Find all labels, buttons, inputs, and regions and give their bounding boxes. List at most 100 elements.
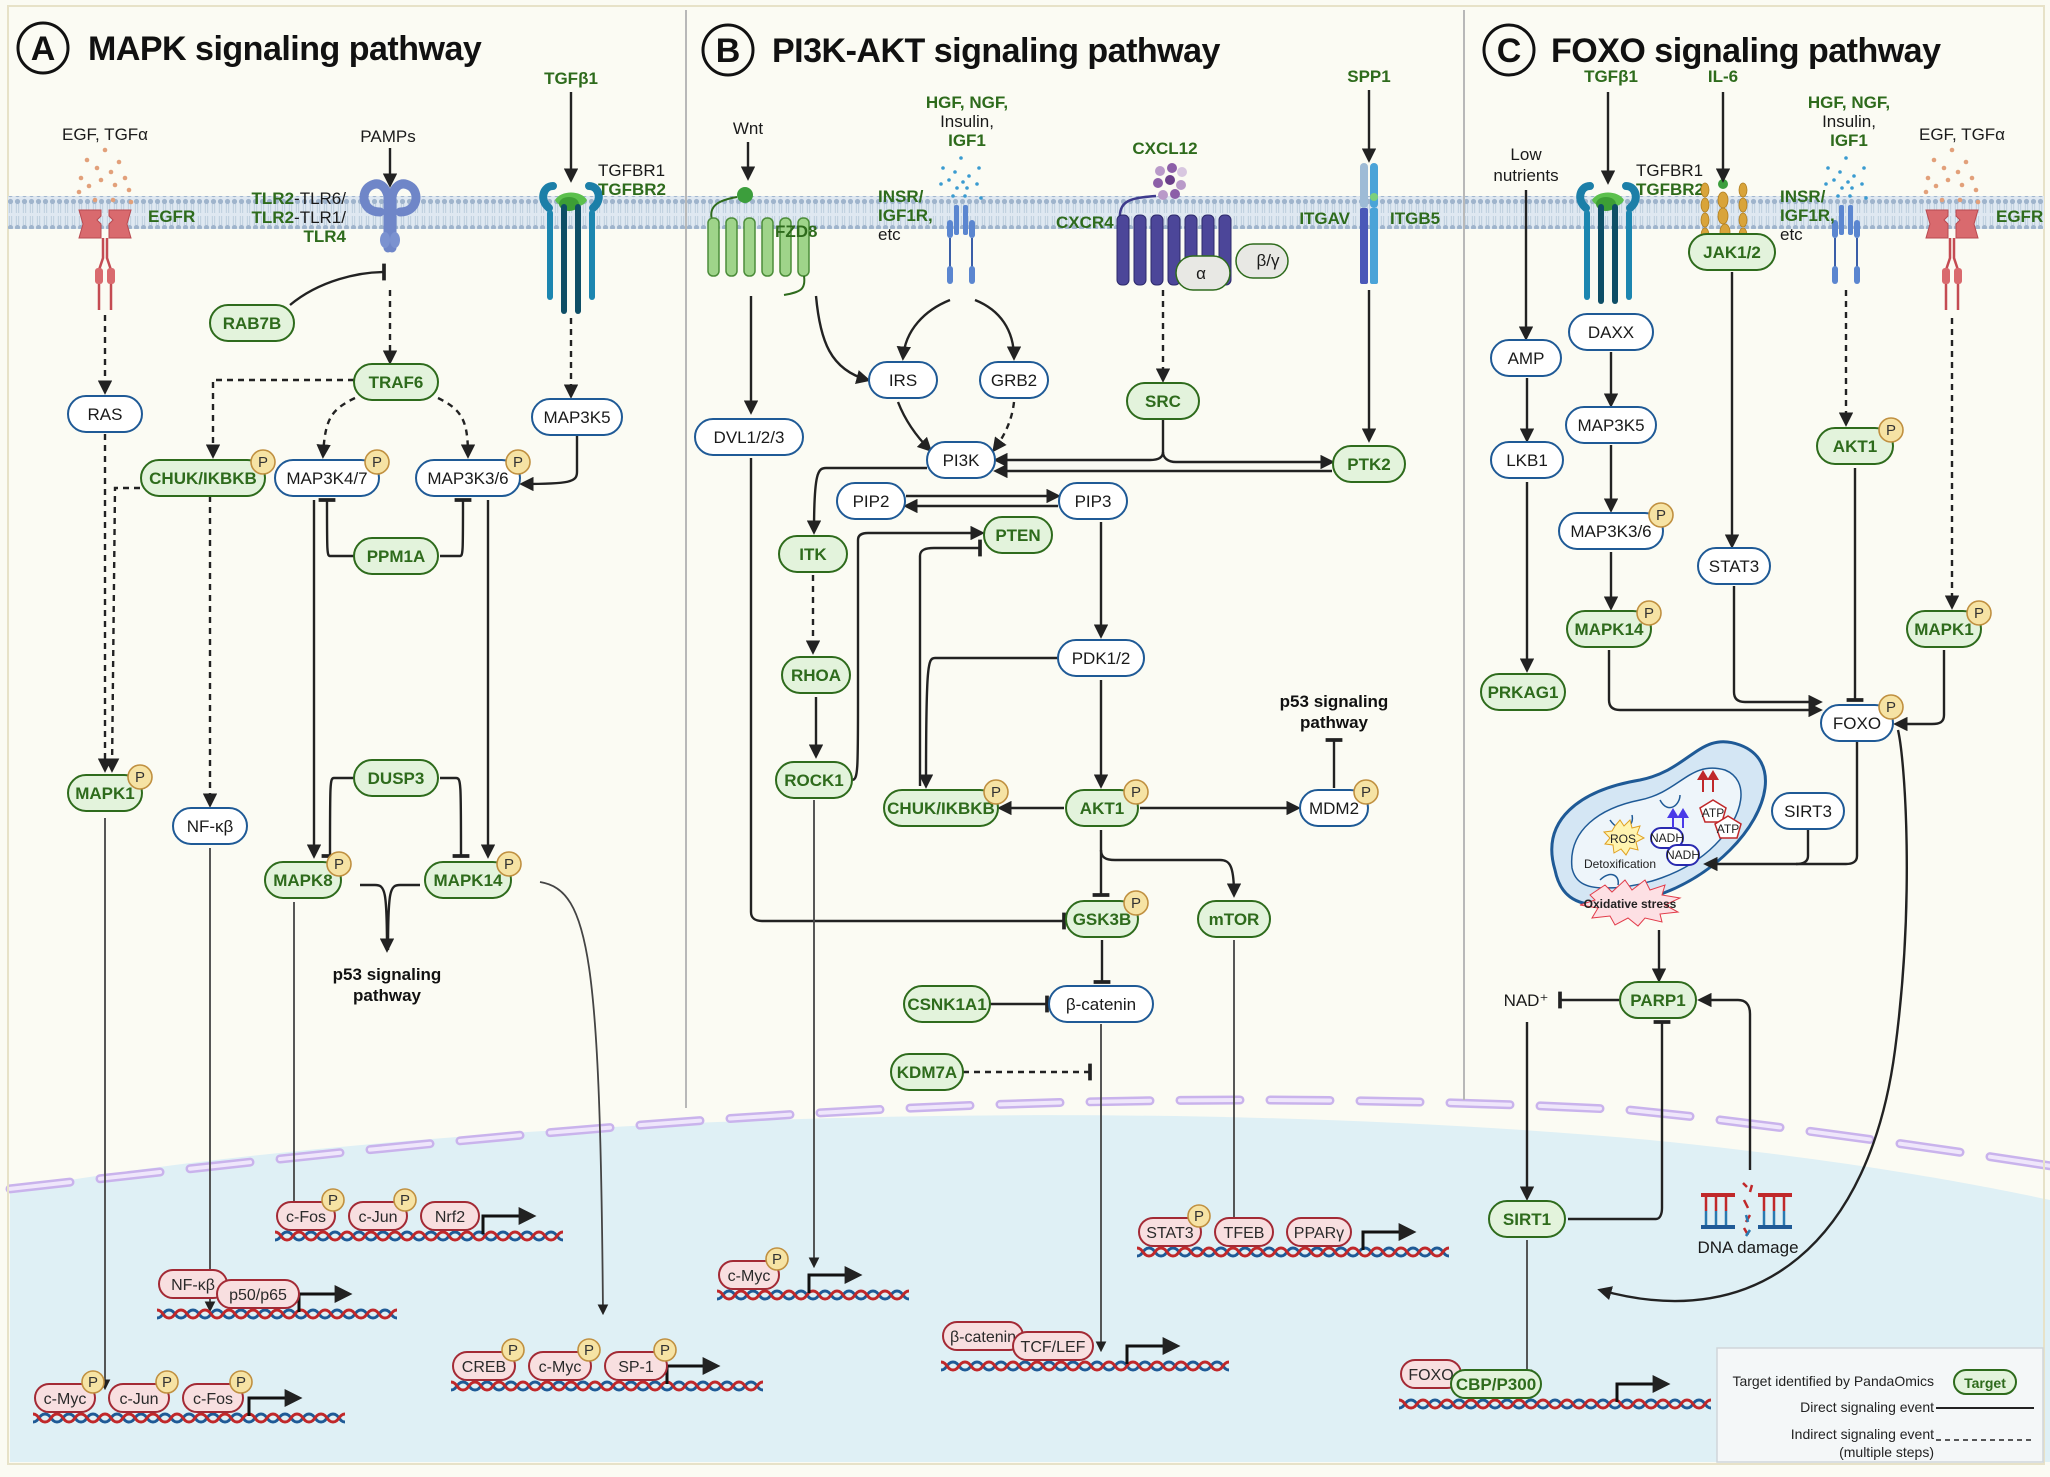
transcription-factor-catenin[interactable]: β-catenin: [943, 1322, 1023, 1350]
node-stat3[interactable]: STAT3: [1698, 548, 1770, 584]
phosphorylation-badge-text: P: [135, 769, 145, 786]
node-label: β-catenin: [1066, 995, 1136, 1014]
phosphorylation-badge: P: [1649, 503, 1673, 527]
phosphorylation-badge: P: [365, 450, 389, 474]
node-mtor[interactable]: mTOR: [1198, 901, 1270, 937]
phosphorylation-badge-text: P: [372, 454, 382, 471]
node-irs[interactable]: IRS: [869, 362, 937, 398]
itgb5-label: ITGB5: [1390, 209, 1440, 228]
transcription-factor-nrf2[interactable]: Nrf2: [421, 1202, 479, 1230]
node-label: MAPK1: [1914, 620, 1974, 639]
tgfb1-label: TGFβ1: [1584, 67, 1638, 86]
node-rock1[interactable]: ROCK1: [776, 762, 852, 798]
node-map3k5[interactable]: MAP3K5: [532, 399, 622, 435]
node-csnk1a1[interactable]: CSNK1A1: [904, 986, 990, 1022]
node-label: RAB7B: [223, 314, 282, 333]
node-label: RHOA: [791, 666, 841, 685]
transcription-factor-tfeb[interactable]: TFEB: [1215, 1218, 1273, 1246]
node-label: STAT3: [1709, 557, 1759, 576]
egf-tgfa-label: EGF, TGFα: [62, 125, 148, 144]
phosphorylation-badge-text: P: [400, 1192, 410, 1209]
node-dvl1-2-3[interactable]: DVL1/2/3: [695, 419, 803, 455]
hgf-ngf-label: HGF, NGF,: [926, 93, 1008, 112]
node-label: ROCK1: [784, 771, 844, 790]
phosphorylation-badge: P: [128, 765, 152, 789]
node-prkag1[interactable]: PRKAG1: [1481, 674, 1565, 710]
legend-indirect-text: Indirect signaling event: [1791, 1426, 1934, 1442]
panel-c-heading: FOXO signaling pathway: [1551, 32, 1941, 70]
wnt-label: Wnt: [733, 119, 764, 138]
node-ppm1a[interactable]: PPM1A: [354, 538, 438, 574]
node-label: MAPK14: [434, 871, 504, 890]
node-label: MAPK14: [1575, 620, 1645, 639]
egfr-label: EGFR: [1996, 207, 2043, 226]
transcription-factor-label: CBP/P300: [1456, 1375, 1536, 1394]
phosphorylation-badge-text: P: [258, 454, 268, 471]
node-label: PARP1: [1630, 991, 1685, 1010]
phosphorylation-badge: P: [230, 1371, 252, 1393]
atp-text: ATP: [1717, 822, 1739, 836]
node-sirt1[interactable]: SIRT1: [1489, 1201, 1565, 1237]
legend: Target identified by PandaOmics Target D…: [1717, 1348, 2043, 1462]
node-label: MDM2: [1309, 799, 1359, 818]
nuclear-envelope-segment-inner: [910, 1106, 970, 1109]
node-itk[interactable]: ITK: [779, 536, 847, 572]
node-grb2[interactable]: GRB2: [980, 362, 1048, 398]
node-rhoa[interactable]: RHOA: [782, 657, 850, 693]
low-nutrients-line2: nutrients: [1493, 166, 1558, 185]
node-catenin[interactable]: β-catenin: [1049, 986, 1153, 1022]
node-label: DVL1/2/3: [714, 428, 785, 447]
transcription-factor-label: β-catenin: [950, 1329, 1016, 1346]
node-ras[interactable]: RAS: [68, 396, 142, 432]
node-ptk2[interactable]: PTK2: [1333, 446, 1405, 482]
node-pdk1-2[interactable]: PDK1/2: [1058, 640, 1144, 676]
node-sirt3[interactable]: SIRT3: [1772, 793, 1844, 829]
transcription-factor-cbp-p300[interactable]: CBP/P300: [1451, 1370, 1541, 1398]
node-daxx[interactable]: DAXX: [1569, 314, 1653, 350]
phosphorylation-badge: P: [1879, 695, 1903, 719]
node-label: SRC: [1145, 392, 1181, 411]
p53-pathway-label: pathway: [353, 986, 422, 1005]
node-parp1[interactable]: PARP1: [1620, 982, 1696, 1018]
phosphorylation-badge: P: [322, 1189, 344, 1211]
node-label: MAP3K4/7: [286, 469, 367, 488]
phosphorylation-badge: P: [578, 1339, 600, 1361]
phosphorylation-badge-text: P: [236, 1374, 246, 1391]
phosphorylation-badge: P: [1354, 780, 1378, 804]
node-rab7b[interactable]: RAB7B: [210, 305, 294, 341]
phosphorylation-badge-text: P: [1194, 1208, 1204, 1225]
node-lkb1[interactable]: LKB1: [1491, 442, 1563, 478]
node-dusp3[interactable]: DUSP3: [354, 760, 438, 796]
transcription-factor-label: FOXO: [1408, 1367, 1453, 1384]
node-pten[interactable]: PTEN: [984, 517, 1052, 553]
node-map3k5[interactable]: MAP3K5: [1566, 407, 1656, 443]
node-traf6[interactable]: TRAF6: [354, 364, 438, 400]
tgfbr1-label: TGFBR1: [1636, 161, 1703, 180]
etc-label: etc: [1780, 225, 1803, 244]
node-amp[interactable]: AMP: [1491, 340, 1561, 376]
transcription-factor-label: c-Myc: [539, 1359, 582, 1376]
egf-tgfa-label: EGF, TGFα: [1919, 125, 2005, 144]
phosphorylation-badge-text: P: [660, 1342, 670, 1359]
node-label: GSK3B: [1073, 910, 1132, 929]
transcription-factor-p50-p65[interactable]: p50/p65: [217, 1280, 299, 1308]
legend-indirect-subtext: (multiple steps): [1839, 1444, 1934, 1460]
phosphorylation-badge: P: [506, 450, 530, 474]
node-pi3k[interactable]: PI3K: [927, 442, 995, 478]
transcription-factor-ppar[interactable]: PPARγ: [1287, 1218, 1351, 1246]
panel-a-heading: MAPK signaling pathway: [88, 30, 482, 68]
node-kdm7a[interactable]: KDM7A: [891, 1054, 963, 1090]
phosphorylation-badge-text: P: [991, 784, 1001, 801]
node-pip2[interactable]: PIP2: [837, 483, 905, 519]
node-jak1-2[interactable]: JAK1/2: [1689, 234, 1775, 270]
node-src[interactable]: SRC: [1127, 383, 1199, 419]
phosphorylation-badge-text: P: [504, 856, 514, 873]
phosphorylation-badge: P: [654, 1339, 676, 1361]
node-nf[interactable]: NF-κβ: [173, 808, 247, 844]
node-label: ITK: [799, 545, 827, 564]
igf1-label: IGF1: [1830, 131, 1868, 150]
tgfbr2-label: TGFBR2: [598, 180, 666, 199]
node-pip3[interactable]: PIP3: [1059, 483, 1127, 519]
node-label: PRKAG1: [1488, 683, 1559, 702]
transcription-factor-tcf-lef[interactable]: TCF/LEF: [1013, 1332, 1093, 1360]
